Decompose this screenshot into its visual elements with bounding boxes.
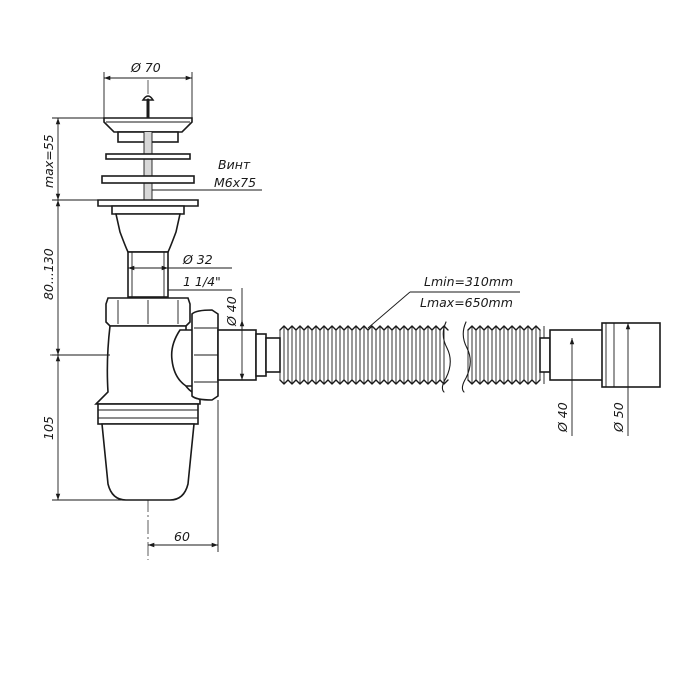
break-marks xyxy=(441,321,471,393)
corrugated-hose-right xyxy=(467,325,545,385)
callout-screw: Винт M6x75 xyxy=(152,157,262,191)
label-vint-word: Винт xyxy=(218,157,251,172)
siphon-body xyxy=(94,297,201,501)
dimension-80-130: 80...130 xyxy=(41,200,110,356)
label-105: 105 xyxy=(41,416,56,440)
inlet-tube xyxy=(115,213,181,298)
label-d70: Ø 70 xyxy=(130,60,161,75)
callout-hose-length: Lmin=310mm Lmax=650mm xyxy=(367,274,520,329)
dimension-d40-outlet: Ø 40 xyxy=(550,338,578,436)
label-d40-vertical: Ø 40 xyxy=(224,296,239,327)
label-60: 60 xyxy=(174,529,190,544)
label-lmin: Lmin=310mm xyxy=(424,274,513,289)
side-outlet-nut xyxy=(191,309,281,401)
label-d50-outlet: Ø 50 xyxy=(611,402,626,433)
outlet-sleeve xyxy=(539,322,661,388)
label-max55: max=55 xyxy=(41,134,56,188)
dimension-max55: max=55 xyxy=(41,117,104,201)
label-lmax: Lmax=650mm xyxy=(420,295,513,310)
label-vint-spec: M6x75 xyxy=(214,175,256,190)
dimension-105: 105 xyxy=(41,355,126,501)
dimension-d40-vertical: Ø 40 xyxy=(218,288,248,381)
dimension-60: 60 xyxy=(148,400,219,552)
label-80-130: 80...130 xyxy=(41,248,56,300)
label-thread: 1 1/4" xyxy=(183,274,221,289)
dimension-d70: Ø 70 xyxy=(103,60,193,118)
dimension-d50-outlet: Ø 50 xyxy=(611,323,660,436)
callout-d32: Ø 32 1 1/4" xyxy=(128,252,232,291)
label-d40-outlet: Ø 40 xyxy=(555,402,570,433)
corrugated-hose xyxy=(279,325,449,385)
strainer-assembly xyxy=(97,95,199,215)
label-d32: Ø 32 xyxy=(182,252,213,267)
